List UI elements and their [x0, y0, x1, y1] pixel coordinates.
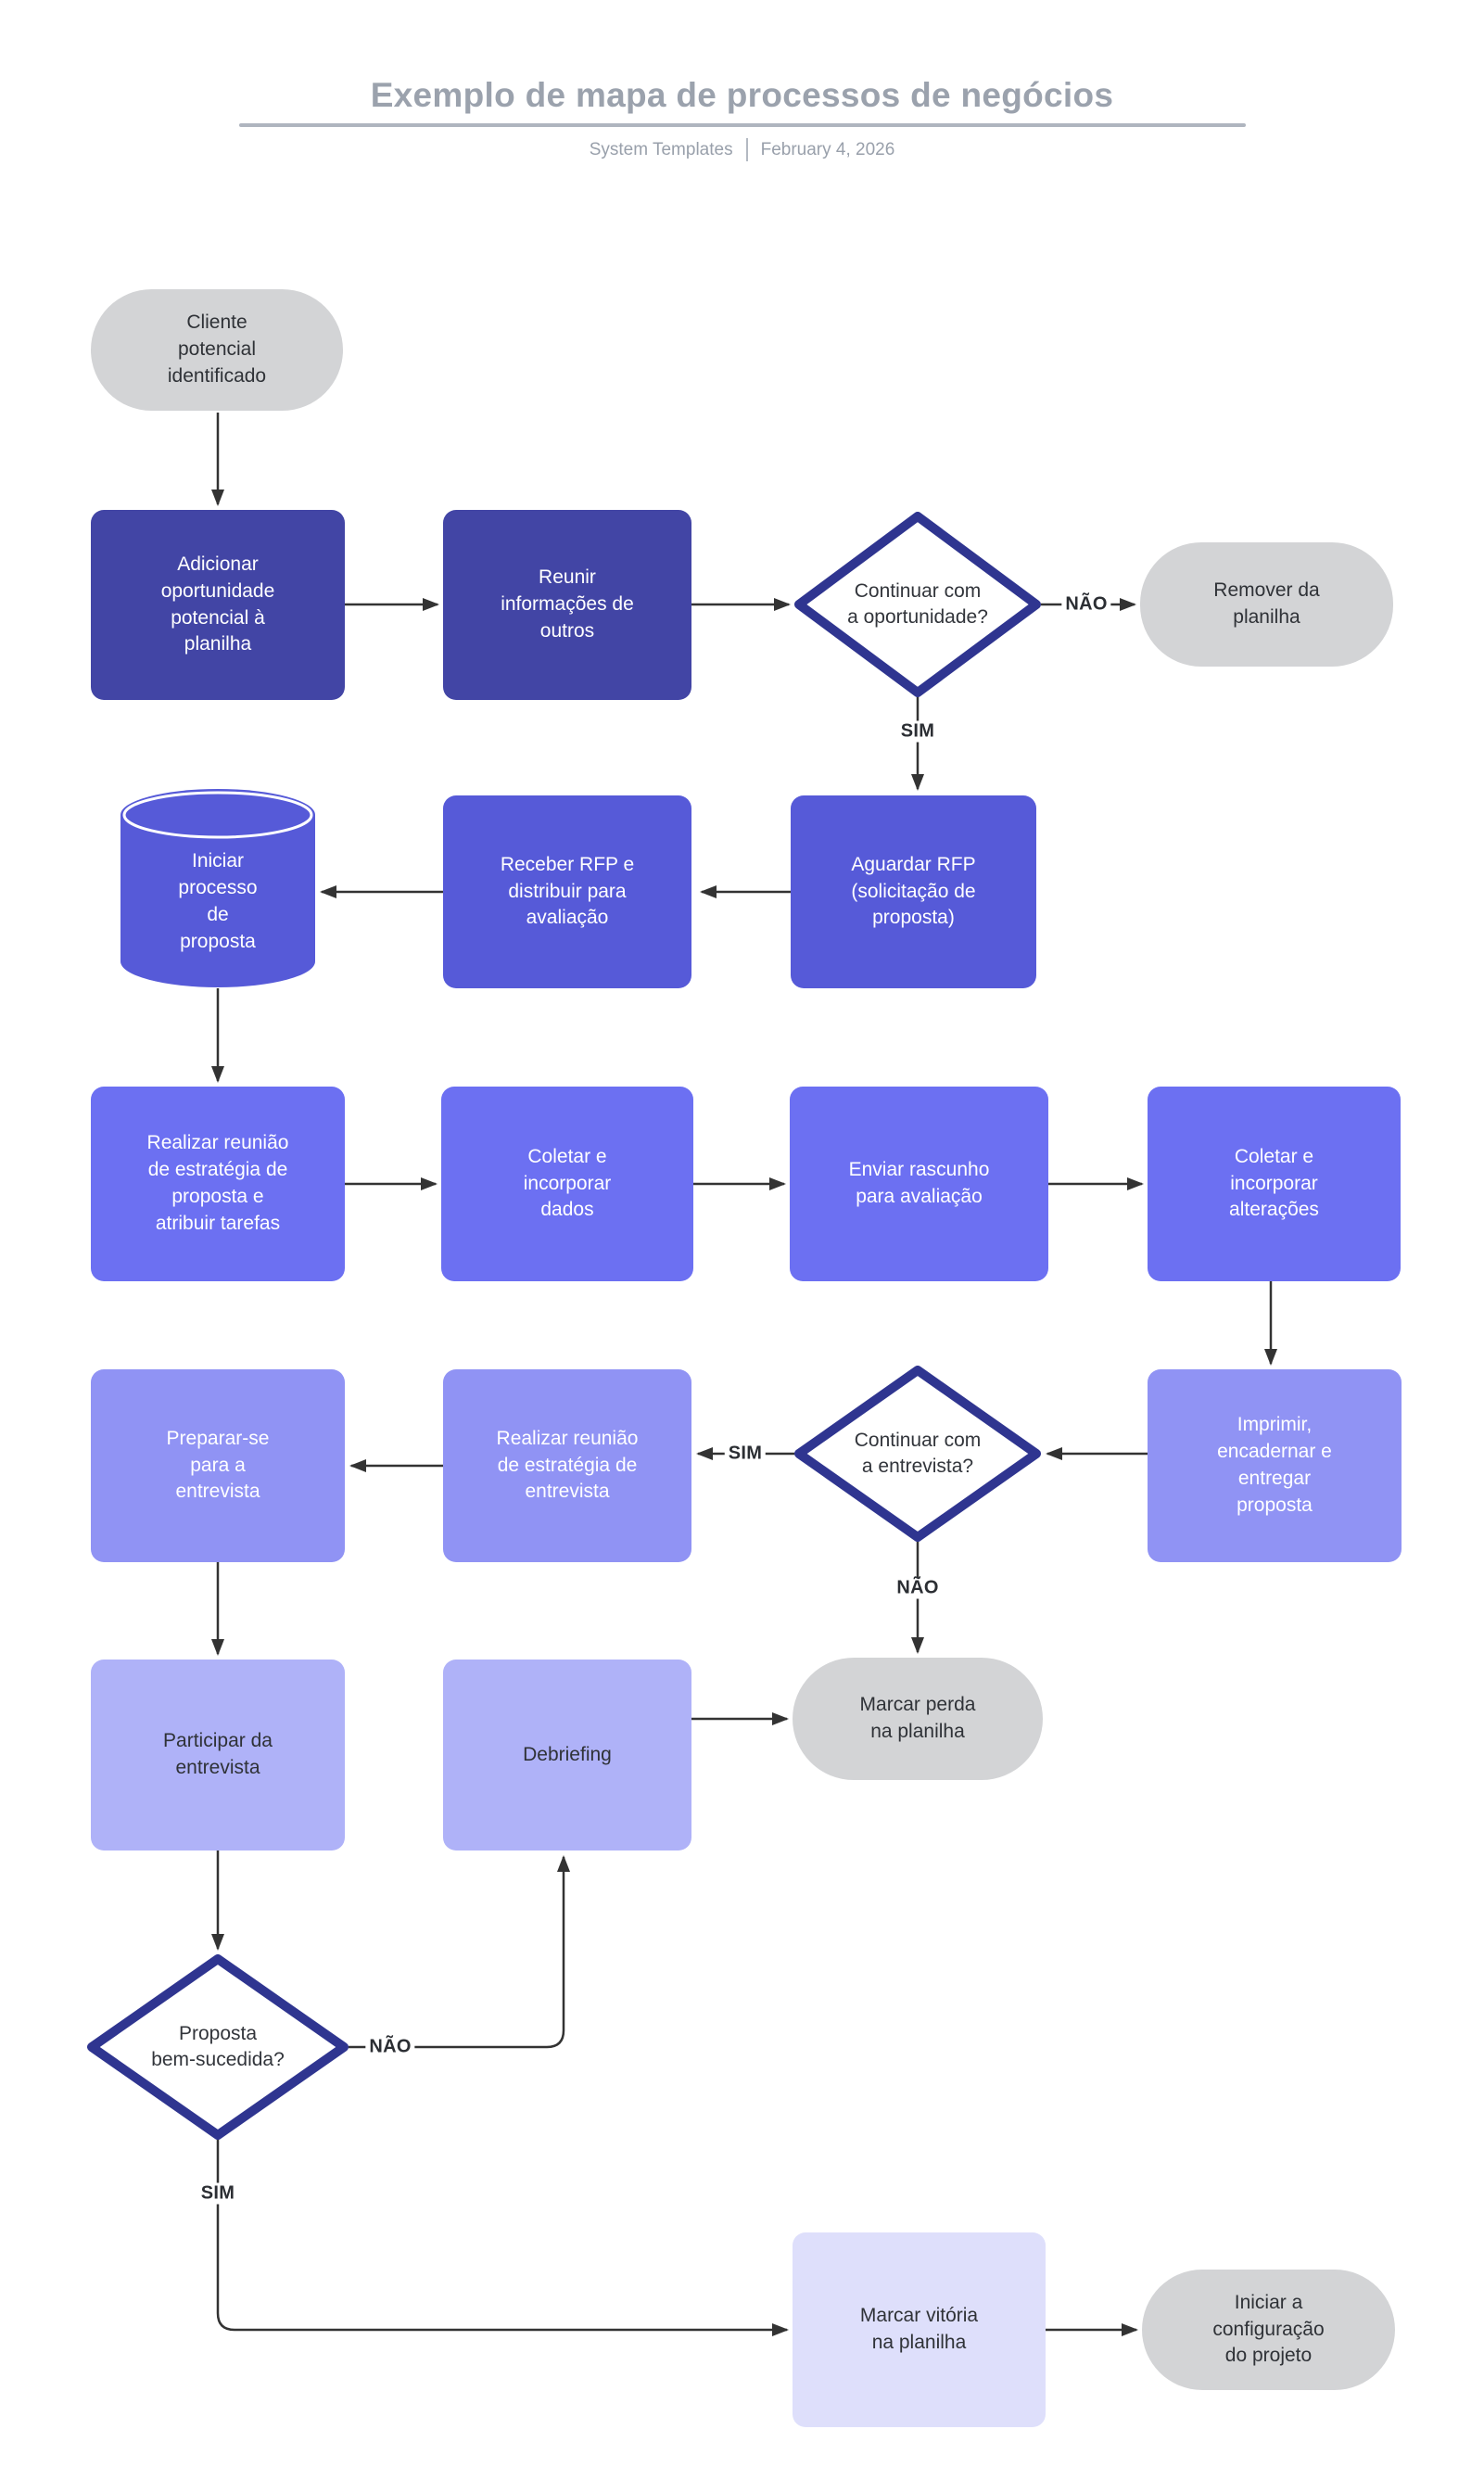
- page-title: Exemplo de mapa de processos de negócios: [370, 76, 1114, 114]
- node-label: Debriefing: [523, 1743, 612, 1765]
- node-label: Coletar e incorporar dados: [523, 1145, 612, 1221]
- subtitle: System Templates February 4, 2026: [0, 138, 1484, 161]
- step-participar-entrevista[interactable]: Participar da entrevista: [91, 1660, 345, 1850]
- node-label: Marcar perda na planilha: [859, 1694, 976, 1742]
- terminal-cliente-potencial[interactable]: Cliente potencial identificado: [91, 289, 343, 411]
- node-label: Adicionar oportunidade potencial à plani…: [160, 553, 275, 655]
- decision-continuar-entrevista[interactable]: Continuar com a entrevista?: [794, 1366, 1041, 1542]
- branch-label-yes: SIM: [197, 2182, 239, 2205]
- node-label: Preparar-se para a entrevista: [166, 1427, 270, 1503]
- branch-label-yes: SIM: [896, 720, 939, 743]
- node-label: Iniciar processo de proposta: [178, 850, 258, 952]
- step-coletar-dados[interactable]: Coletar e incorporar dados: [441, 1087, 693, 1281]
- decision-label: Continuar com a oportunidade?: [847, 580, 988, 628]
- step-reuniao-estrategia-entrevista[interactable]: Realizar reunião de estratégia de entrev…: [443, 1369, 691, 1562]
- step-adicionar-oportunidade[interactable]: Adicionar oportunidade potencial à plani…: [91, 510, 345, 700]
- node-label: Imprimir, encadernar e entregar proposta: [1217, 1414, 1332, 1516]
- subtitle-separator: [745, 138, 748, 161]
- branch-label-no: NÃO: [893, 1577, 943, 1599]
- node-label: Aguardar RFP (solicitação de proposta): [851, 853, 976, 929]
- step-aguardar-rfp[interactable]: Aguardar RFP (solicitação de proposta): [791, 795, 1036, 988]
- date-label: February 4, 2026: [760, 139, 895, 159]
- node-label: Coletar e incorporar alterações: [1229, 1145, 1319, 1221]
- step-debriefing[interactable]: Debriefing: [443, 1660, 691, 1850]
- step-enviar-rascunho[interactable]: Enviar rascunho para avaliação: [790, 1087, 1048, 1281]
- step-receber-rfp[interactable]: Receber RFP e distribuir para avaliação: [443, 795, 691, 988]
- step-reuniao-estrategia-proposta[interactable]: Realizar reunião de estratégia de propos…: [91, 1087, 345, 1281]
- database-iniciar-processo-proposta[interactable]: Iniciar processo de proposta: [120, 789, 315, 988]
- terminal-remover-planilha[interactable]: Remover da planilha: [1140, 542, 1393, 667]
- terminal-marcar-perda[interactable]: Marcar perda na planilha: [793, 1658, 1043, 1780]
- branch-label-yes: SIM: [724, 1443, 767, 1465]
- node-label: Remover da planilha: [1213, 579, 1320, 628]
- decision-label: Proposta bem-sucedida?: [151, 2023, 285, 2070]
- node-label: Realizar reunião de estratégia de entrev…: [496, 1427, 639, 1503]
- decision-label: Continuar com a entrevista?: [854, 1430, 982, 1477]
- node-label: Cliente potencial identificado: [167, 312, 267, 387]
- decision-proposta-bem-sucedida[interactable]: Proposta bem-sucedida?: [87, 1954, 349, 2140]
- branch-label-no: NÃO: [365, 2036, 415, 2058]
- title-underline: [239, 123, 1246, 127]
- node-label: Participar da entrevista: [163, 1730, 273, 1778]
- node-label: Iniciar a configuração do projeto: [1212, 2291, 1325, 2367]
- terminal-iniciar-configuracao-projeto[interactable]: Iniciar a configuração do projeto: [1142, 2270, 1395, 2390]
- step-marcar-vitoria[interactable]: Marcar vitória na planilha: [793, 2232, 1046, 2427]
- node-label: Realizar reunião de estratégia de propos…: [146, 1132, 289, 1234]
- node-label: Reunir informações de outros: [501, 566, 634, 642]
- step-reunir-informacoes[interactable]: Reunir informações de outros: [443, 510, 691, 700]
- node-label: Receber RFP e distribuir para avaliação: [500, 853, 635, 929]
- step-preparar-entrevista[interactable]: Preparar-se para a entrevista: [91, 1369, 345, 1562]
- step-imprimir-encadernar[interactable]: Imprimir, encadernar e entregar proposta: [1148, 1369, 1402, 1562]
- node-label: Enviar rascunho para avaliação: [848, 1159, 990, 1207]
- branch-label-no: NÃO: [1061, 593, 1111, 616]
- node-label: Marcar vitória na planilha: [859, 2305, 979, 2353]
- step-coletar-alteracoes[interactable]: Coletar e incorporar alterações: [1148, 1087, 1401, 1281]
- decision-continuar-oportunidade[interactable]: Continuar com a oportunidade?: [794, 512, 1041, 697]
- source-label: System Templates: [589, 139, 733, 159]
